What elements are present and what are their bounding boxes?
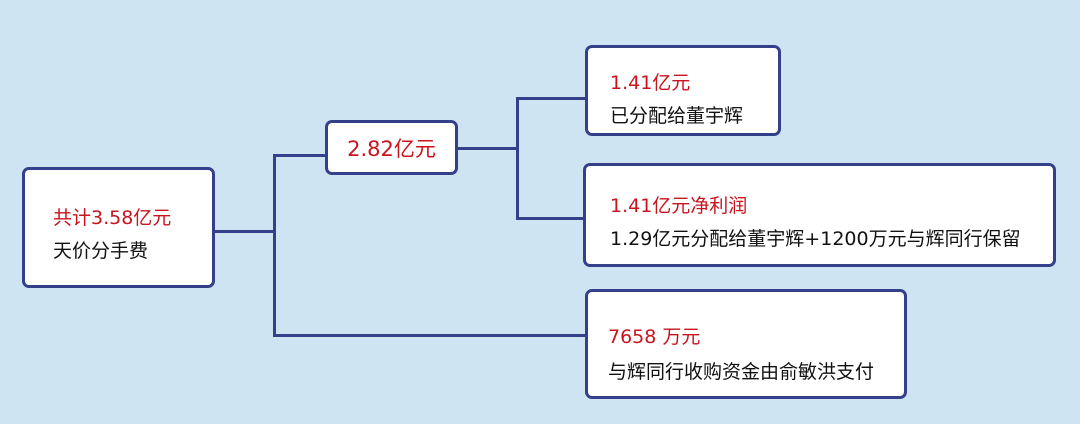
- root-node: 共计3.58亿元 天价分手费: [22, 167, 215, 288]
- connector: [273, 334, 587, 337]
- branch-node: 2.82亿元: [325, 120, 458, 175]
- connector: [214, 230, 276, 233]
- root-label: 天价分手费: [53, 240, 149, 262]
- leaf-node: 1.41亿元净利润 1.29亿元分配给董宇辉+1200万元与辉同行保留: [583, 163, 1056, 267]
- leaf-node: 7658 万元 与辉同行收购资金由俞敏洪支付: [585, 289, 907, 399]
- connector: [516, 217, 585, 220]
- connector: [273, 154, 327, 157]
- connector: [273, 154, 276, 337]
- connector: [516, 97, 519, 220]
- leaf-label: 与辉同行收购资金由俞敏洪支付: [608, 361, 875, 383]
- root-amount: 共计3.58亿元: [53, 207, 172, 229]
- connector: [516, 97, 587, 100]
- leaf-amount: 1.41亿元: [610, 72, 691, 94]
- connector: [457, 147, 519, 150]
- leaf-label: 已分配给董宇辉: [610, 105, 744, 127]
- leaf-amount: 7658 万元: [608, 326, 701, 348]
- leaf-label: 1.29亿元分配给董宇辉+1200万元与辉同行保留: [610, 228, 1021, 250]
- leaf-amount: 1.41亿元净利润: [610, 195, 748, 217]
- branch-amount: 2.82亿元: [347, 136, 436, 161]
- leaf-node: 1.41亿元 已分配给董宇辉: [585, 45, 781, 136]
